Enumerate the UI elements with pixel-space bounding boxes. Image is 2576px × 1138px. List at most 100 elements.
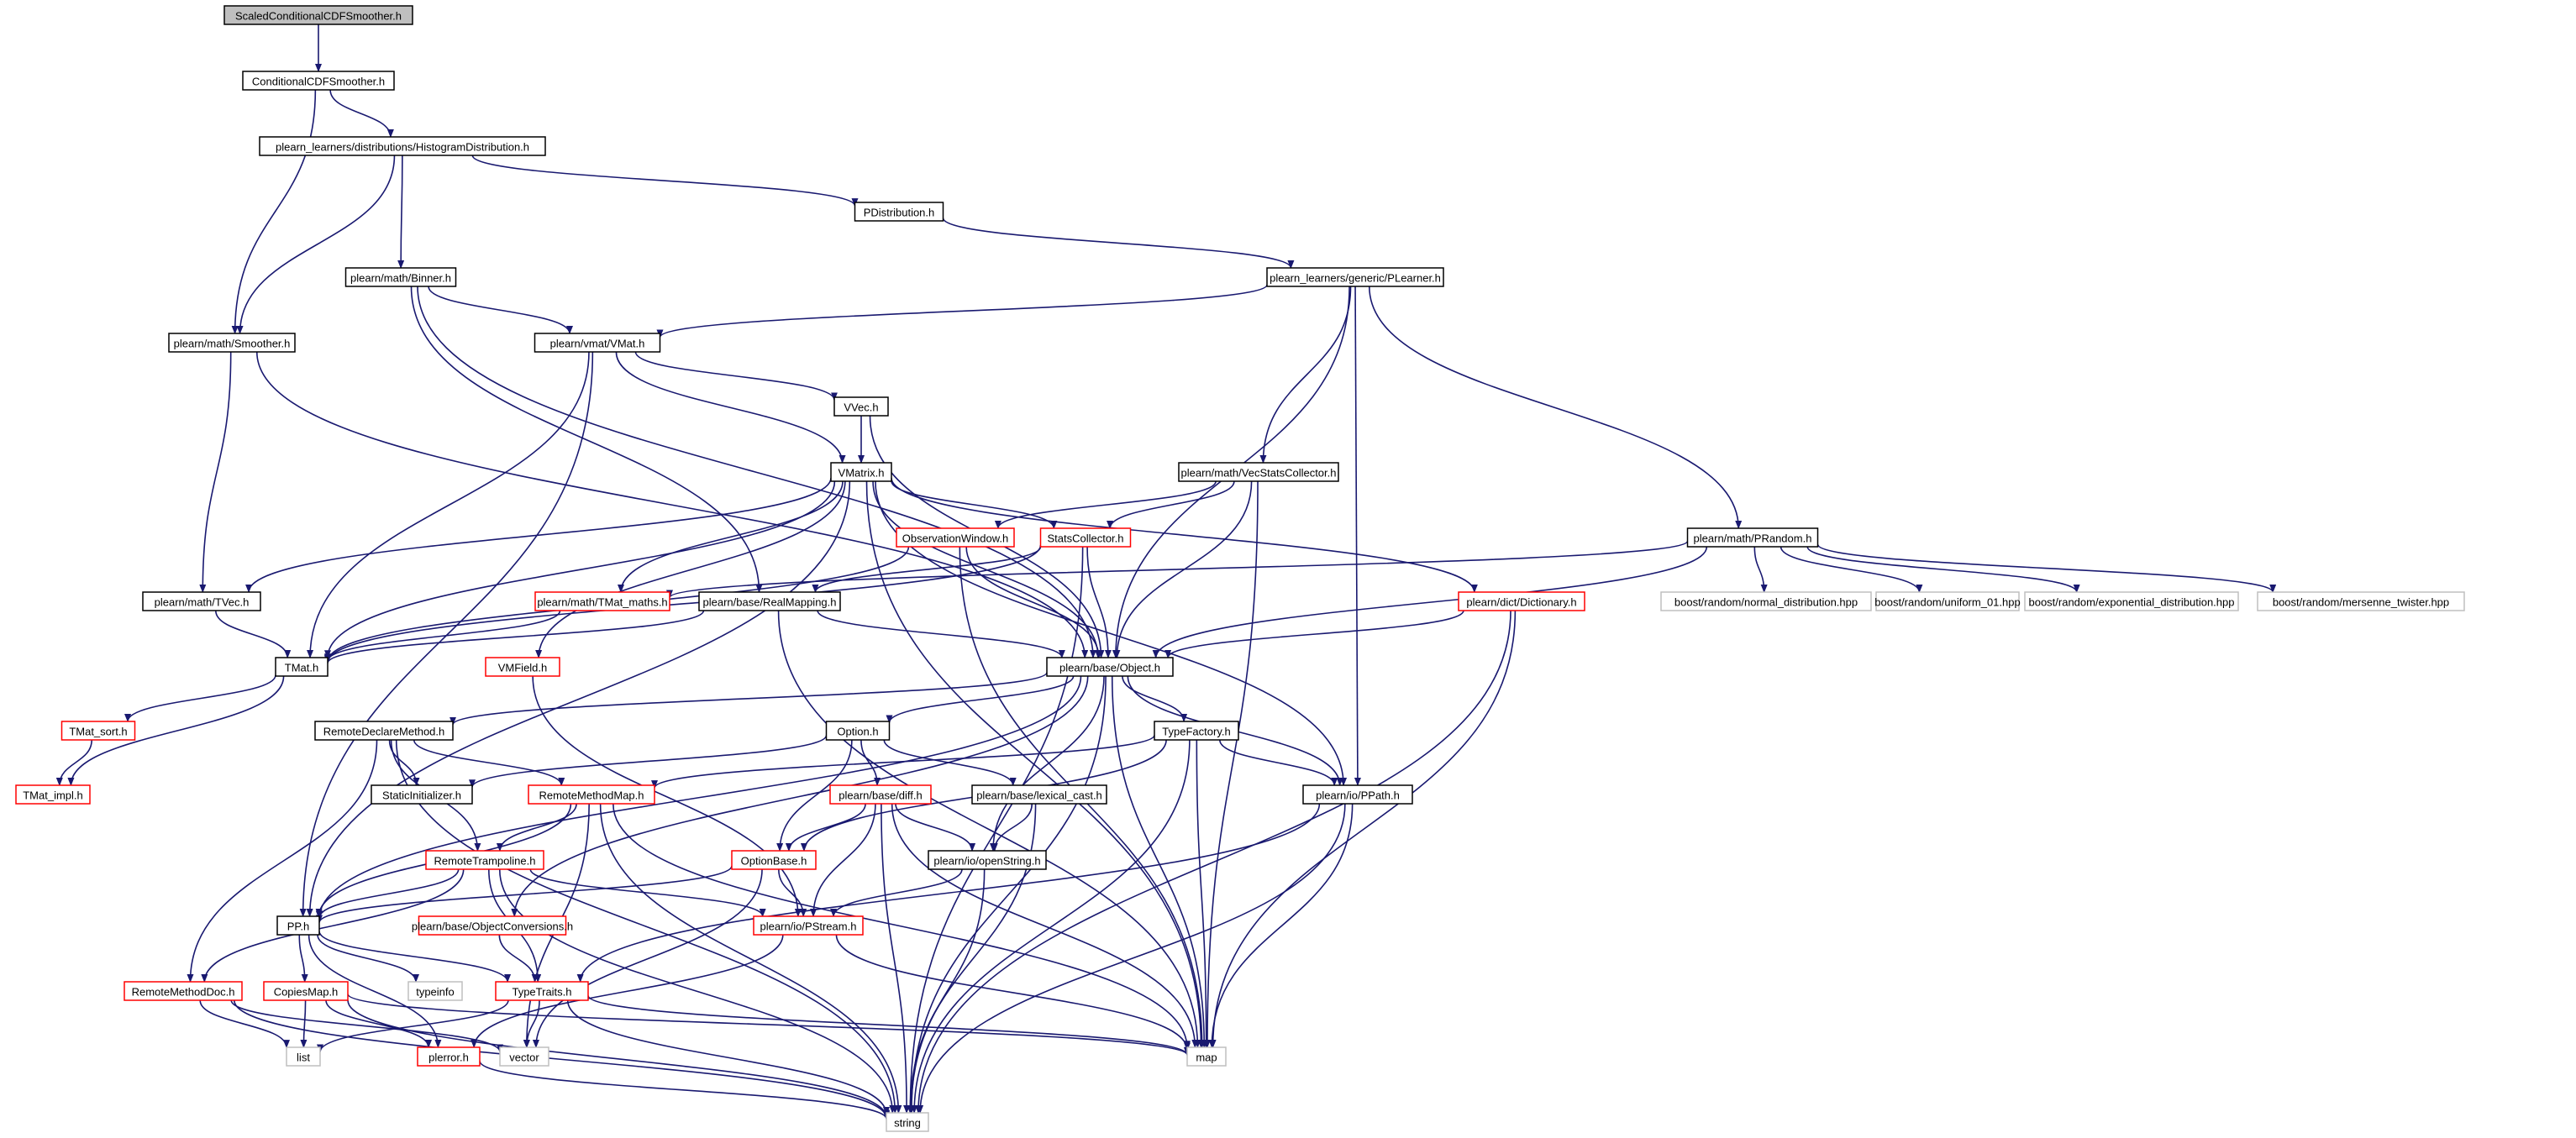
node-box[interactable] — [344, 267, 457, 287]
node-box[interactable] — [1186, 1046, 1227, 1067]
node-box[interactable] — [223, 5, 413, 25]
node-box[interactable] — [1154, 721, 1239, 741]
node-box[interactable] — [124, 981, 243, 1001]
node-box[interactable] — [495, 981, 589, 1001]
graph-node-n49[interactable]: string — [886, 1112, 929, 1132]
node-box[interactable] — [753, 915, 864, 936]
graph-node-n32[interactable]: plearn/base/diff.h — [829, 784, 932, 805]
node-box[interactable] — [275, 657, 329, 677]
node-box[interactable] — [1660, 591, 1872, 611]
node-box[interactable] — [833, 396, 889, 417]
node-box[interactable] — [829, 784, 932, 805]
node-box[interactable] — [425, 850, 544, 870]
graph-node-n0[interactable]: ScaledConditionalCDFSmoother.h — [223, 5, 413, 25]
graph-node-n38[interactable]: PP.h — [276, 915, 320, 936]
graph-node-n30[interactable]: StaticInitializer.h — [371, 784, 473, 805]
node-box[interactable] — [417, 1046, 481, 1067]
node-box[interactable] — [928, 850, 1047, 870]
graph-node-n24[interactable]: plearn/base/Object.h — [1046, 657, 1174, 677]
node-box[interactable] — [168, 333, 296, 353]
node-box[interactable] — [1458, 591, 1585, 611]
node-box[interactable] — [407, 981, 463, 1001]
node-box[interactable] — [1046, 657, 1174, 677]
graph-node-n44[interactable]: TypeTraits.h — [495, 981, 589, 1001]
graph-node-n15[interactable]: plearn/math/TMat_maths.h — [534, 591, 670, 611]
node-box[interactable] — [825, 721, 891, 741]
node-box[interactable] — [1875, 591, 2020, 611]
node-box[interactable] — [896, 527, 1015, 548]
graph-node-n16[interactable]: plearn/base/RealMapping.h — [698, 591, 841, 611]
graph-node-n14[interactable]: plearn/math/TVec.h — [142, 591, 261, 611]
node-box[interactable] — [1686, 527, 1819, 548]
graph-node-n21[interactable]: boost/random/mersenne_twister.hpp — [2257, 591, 2465, 611]
graph-node-n40[interactable]: plearn/io/PStream.h — [753, 915, 864, 936]
node-box[interactable] — [731, 850, 817, 870]
graph-node-n27[interactable]: Option.h — [825, 721, 891, 741]
graph-node-n33[interactable]: plearn/base/lexical_cast.h — [971, 784, 1107, 805]
node-box[interactable] — [142, 591, 261, 611]
graph-node-n39[interactable]: plearn/base/ObjectConversions.h — [412, 915, 573, 936]
node-box[interactable] — [499, 1046, 549, 1067]
graph-node-n10[interactable]: plearn/math/VecStatsCollector.h — [1178, 462, 1339, 482]
node-box[interactable] — [60, 721, 136, 741]
graph-node-n12[interactable]: StatsCollector.h — [1039, 527, 1132, 548]
graph-node-n48[interactable]: map — [1186, 1046, 1227, 1067]
graph-node-n23[interactable]: VMField.h — [485, 657, 560, 677]
node-box[interactable] — [286, 1046, 321, 1067]
graph-node-n42[interactable]: CopiesMap.h — [263, 981, 349, 1001]
node-box[interactable] — [528, 784, 655, 805]
graph-node-n26[interactable]: RemoteDeclareMethod.h — [314, 721, 454, 741]
graph-node-n5[interactable]: plearn_learners/generic/PLearner.h — [1266, 267, 1444, 287]
graph-node-n46[interactable]: plerror.h — [417, 1046, 481, 1067]
node-box[interactable] — [371, 784, 473, 805]
graph-node-n1[interactable]: ConditionalCDFSmoother.h — [242, 71, 395, 91]
graph-node-n37[interactable]: RemoteTrampoline.h — [425, 850, 544, 870]
graph-node-n2[interactable]: plearn_learners/distributions/HistogramD… — [259, 136, 546, 156]
graph-node-n28[interactable]: TypeFactory.h — [1154, 721, 1239, 741]
graph-node-n36[interactable]: plearn/io/openString.h — [928, 850, 1047, 870]
graph-node-n9[interactable]: VMatrix.h — [830, 462, 892, 482]
node-box[interactable] — [534, 333, 661, 353]
graph-node-n6[interactable]: plearn/math/Smoother.h — [168, 333, 296, 353]
node-box[interactable] — [886, 1112, 929, 1132]
graph-node-n29[interactable]: TMat_impl.h — [15, 784, 91, 805]
node-box[interactable] — [276, 915, 320, 936]
node-box[interactable] — [534, 591, 670, 611]
graph-node-n43[interactable]: typeinfo — [407, 981, 463, 1001]
graph-node-n35[interactable]: OptionBase.h — [731, 850, 817, 870]
graph-node-n18[interactable]: boost/random/normal_distribution.hpp — [1660, 591, 1872, 611]
graph-node-n3[interactable]: PDistribution.h — [854, 202, 944, 222]
node-box[interactable] — [314, 721, 454, 741]
node-box[interactable] — [1039, 527, 1132, 548]
node-box[interactable] — [418, 915, 567, 936]
graph-node-n47[interactable]: vector — [499, 1046, 549, 1067]
node-box[interactable] — [259, 136, 546, 156]
graph-node-n20[interactable]: boost/random/exponential_distribution.hp… — [2024, 591, 2239, 611]
node-box[interactable] — [263, 981, 349, 1001]
node-box[interactable] — [15, 784, 91, 805]
graph-node-n13[interactable]: plearn/math/PRandom.h — [1686, 527, 1819, 548]
graph-node-n8[interactable]: VVec.h — [833, 396, 889, 417]
node-box[interactable] — [830, 462, 892, 482]
graph-node-n31[interactable]: RemoteMethodMap.h — [528, 784, 655, 805]
graph-node-n4[interactable]: plearn/math/Binner.h — [344, 267, 457, 287]
node-box[interactable] — [1266, 267, 1444, 287]
node-box[interactable] — [485, 657, 560, 677]
graph-node-n11[interactable]: ObservationWindow.h — [896, 527, 1015, 548]
node-box[interactable] — [971, 784, 1107, 805]
graph-node-n34[interactable]: plearn/io/PPath.h — [1302, 784, 1413, 805]
node-box[interactable] — [1302, 784, 1413, 805]
node-box[interactable] — [854, 202, 944, 222]
graph-node-n17[interactable]: plearn/dict/Dictionary.h — [1458, 591, 1585, 611]
node-box[interactable] — [698, 591, 841, 611]
graph-node-n41[interactable]: RemoteMethodDoc.h — [124, 981, 243, 1001]
graph-node-n19[interactable]: boost/random/uniform_01.hpp — [1874, 591, 2021, 611]
node-box[interactable] — [242, 71, 395, 91]
node-box[interactable] — [2257, 591, 2465, 611]
graph-node-n7[interactable]: plearn/vmat/VMat.h — [534, 333, 661, 353]
node-box[interactable] — [2024, 591, 2239, 611]
graph-node-n25[interactable]: TMat_sort.h — [60, 721, 136, 741]
graph-node-n45[interactable]: list — [286, 1046, 321, 1067]
node-box[interactable] — [1178, 462, 1339, 482]
graph-node-n22[interactable]: TMat.h — [275, 657, 329, 677]
